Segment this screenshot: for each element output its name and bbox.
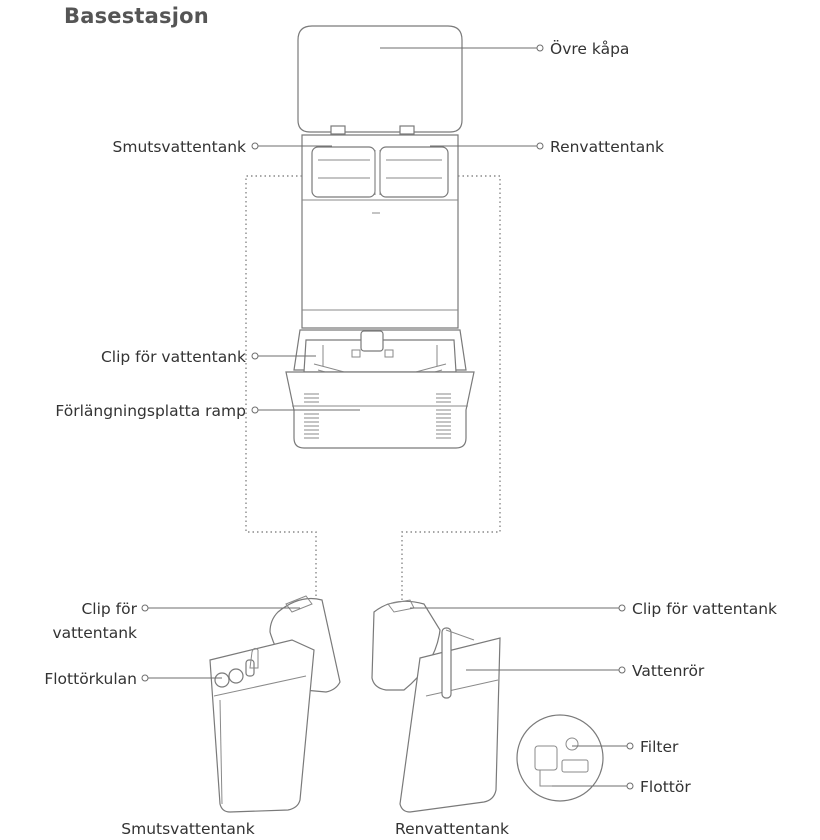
top-cover — [298, 26, 462, 132]
detail-magnifier — [517, 715, 603, 801]
label-dirty-tank-top: Smutsvattentank — [113, 138, 246, 156]
label-left-clip-2: vattentank — [52, 624, 137, 642]
hinge-left — [331, 126, 345, 134]
clean-tank-in-station — [380, 147, 448, 197]
water-pipe-part — [442, 628, 451, 698]
label-water-pipe: Vattenrör — [632, 662, 705, 680]
dirty-tank-body — [210, 640, 314, 812]
dirty-water-tank — [210, 596, 340, 812]
label-right-clip: Clip för vattentank — [632, 600, 777, 618]
label-tank-clip-top: Clip för vattentank — [101, 348, 246, 366]
caption-dirty-tank: Smutsvattentank — [121, 820, 254, 838]
caption-clean-tank: Renvattentank — [395, 820, 509, 838]
dirty-tank-in-station — [312, 147, 375, 197]
label-clean-tank-top: Renvattentank — [550, 138, 664, 156]
label-float: Flottör — [640, 778, 691, 796]
label-float-ball: Flottörkulan — [44, 670, 137, 688]
label-ramp-plate: Förlängningsplatta ramp — [55, 402, 246, 420]
clean-water-tank — [372, 600, 603, 812]
base-station — [286, 26, 474, 448]
hinge-right — [400, 126, 414, 134]
label-top-cover: Övre kåpa — [550, 39, 629, 58]
label-left-clip-1: Clip för — [81, 600, 137, 618]
label-filter: Filter — [640, 738, 679, 756]
